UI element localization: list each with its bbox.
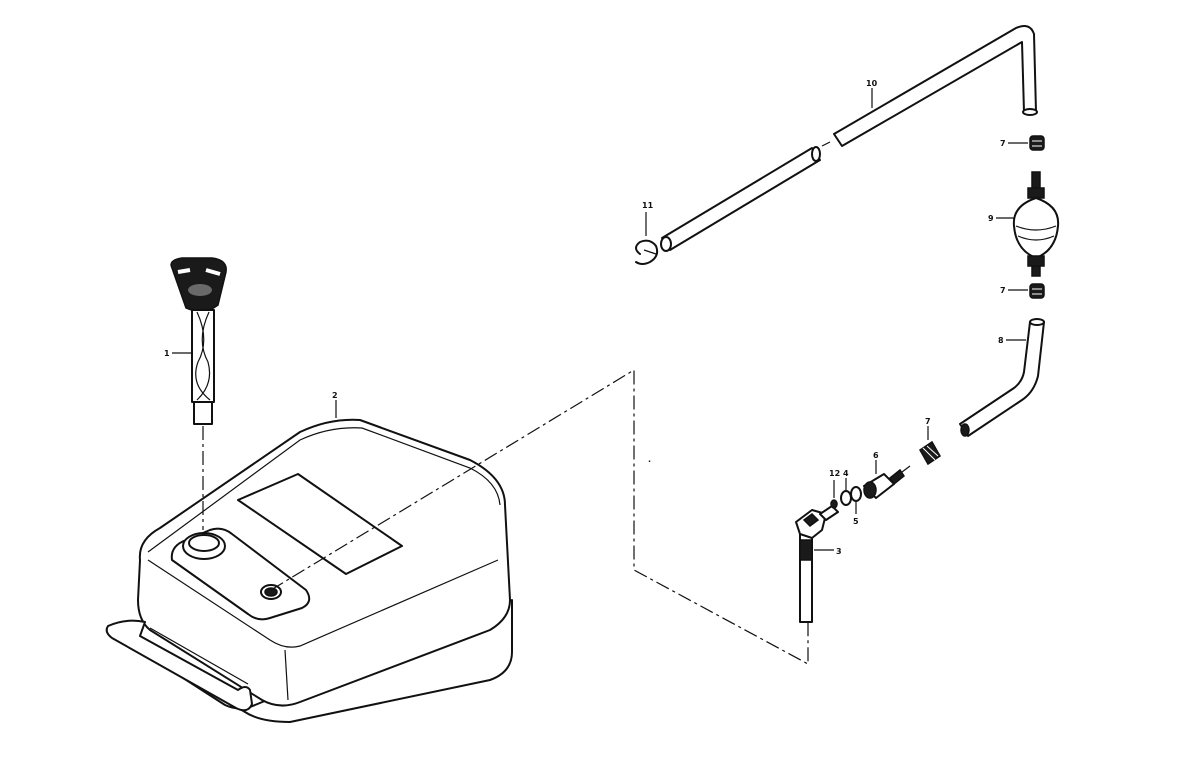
dot-mark: . xyxy=(648,455,651,464)
callout-hose-long: 10 xyxy=(866,79,878,88)
callout-fuel-gauge: 1 xyxy=(164,349,170,358)
hose-long xyxy=(660,25,1038,252)
fuel-gauge xyxy=(170,257,227,425)
callout-o-ring-4: 4 xyxy=(843,469,849,478)
fuel-pickup xyxy=(795,505,839,623)
callout-primer-bulb: 9 xyxy=(988,214,994,223)
callout-fuel-tank: 2 xyxy=(332,391,338,400)
clamp-low xyxy=(919,440,941,466)
clamp-top xyxy=(1029,135,1045,151)
o-ring-4 xyxy=(840,490,852,506)
callout-clamp-low: 7 xyxy=(925,417,931,426)
callout-connector: 6 xyxy=(873,451,879,460)
callout-hose-short: 8 xyxy=(998,336,1004,345)
connector xyxy=(863,465,911,499)
callout-fuel-pickup: 3 xyxy=(836,547,842,556)
fuel-tank xyxy=(105,418,513,723)
callout-washer: 12 xyxy=(829,469,840,478)
hose-clip xyxy=(635,239,659,265)
callout-o-ring-5: 5 xyxy=(853,517,859,526)
callout-clamp-top: 7 xyxy=(1000,139,1006,148)
clamp-mid xyxy=(1029,283,1045,299)
primer-bulb xyxy=(1012,171,1060,277)
o-ring-5 xyxy=(850,486,862,502)
callout-hose-clip: 11 xyxy=(642,201,654,210)
hose-short xyxy=(959,318,1045,437)
washer xyxy=(830,499,838,509)
callout-clamp-mid: 7 xyxy=(1000,286,1006,295)
